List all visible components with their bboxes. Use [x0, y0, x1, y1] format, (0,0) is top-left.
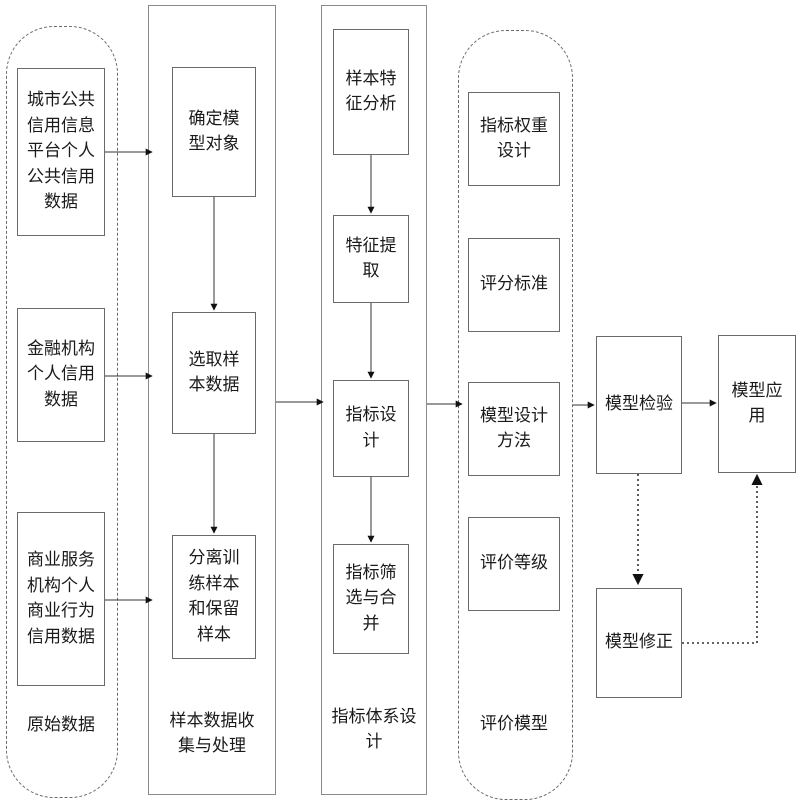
- model-apply-box: 模型应用: [718, 335, 796, 473]
- arrow-fix-to-apply: [682, 473, 763, 644]
- raw-data-item-commerce: 商业服务机构个人商业行为信用数据: [17, 512, 105, 686]
- raw-data-item-public: 城市公共信用信息平台个人公共信用数据: [17, 68, 105, 236]
- raw-data-caption: 原始数据: [27, 715, 95, 736]
- eval-item-weight: 指标权重设计: [468, 92, 560, 186]
- eval-item-grade: 评价等级: [468, 517, 560, 611]
- index-caption: 指标体系设计: [331, 706, 417, 753]
- raw-data-group: [6, 26, 118, 798]
- model-fix-box: 模型修正: [596, 588, 682, 698]
- index-step-design: 指标设计: [333, 380, 409, 477]
- raw-data-item-finance: 金融机构个人信用数据: [17, 308, 105, 442]
- eval-caption: 评价模型: [480, 714, 548, 735]
- index-step-analysis: 样本特征分析: [333, 29, 409, 155]
- sample-step-split: 分离训练样本和保留样本: [172, 535, 256, 659]
- index-step-merge: 指标筛选与合并: [333, 544, 409, 654]
- sample-caption: 样本数据收集与处理: [169, 710, 255, 757]
- eval-item-method: 模型设计方法: [468, 382, 560, 476]
- eval-group: [458, 30, 573, 800]
- index-step-extract: 特征提取: [333, 215, 409, 303]
- sample-step-select: 选取样本数据: [172, 312, 256, 434]
- sample-step-object: 确定模型对象: [172, 67, 256, 197]
- eval-item-standard: 评分标准: [468, 238, 560, 332]
- model-check-box: 模型检验: [596, 336, 682, 474]
